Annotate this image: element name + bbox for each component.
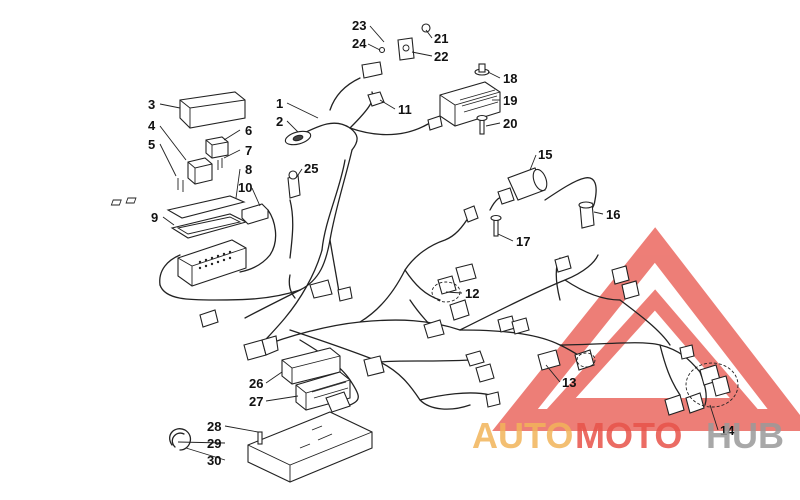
spark-plug-cap-16 xyxy=(578,201,595,229)
callout-24: 24 xyxy=(352,36,367,51)
relay-6 xyxy=(205,136,229,170)
callout-18: 18 xyxy=(503,71,517,86)
bolt-20 xyxy=(476,114,488,135)
connector-center xyxy=(363,350,501,408)
voltage-regulator-19 xyxy=(427,81,501,131)
callout-26: 26 xyxy=(249,376,263,391)
callout-16: 16 xyxy=(606,207,620,222)
callout-28: 28 xyxy=(207,419,221,434)
connector-top xyxy=(361,61,383,79)
callout-1: 1 xyxy=(276,96,283,111)
callout-25: 25 xyxy=(304,161,318,176)
connector-left-2 xyxy=(309,279,353,302)
clamp-ring xyxy=(169,428,192,451)
callout-10: 10 xyxy=(238,180,252,195)
fuse-box-cover xyxy=(179,91,246,129)
callout-5: 5 xyxy=(148,137,155,152)
callout-7: 7 xyxy=(245,143,252,158)
connectors-13 xyxy=(497,255,695,371)
callout-3: 3 xyxy=(148,97,155,112)
callout-15: 15 xyxy=(538,147,552,162)
callout-27: 27 xyxy=(249,394,263,409)
relay-4 xyxy=(177,157,213,192)
watermark-auto: AUTO xyxy=(472,415,573,456)
callout-23: 23 xyxy=(352,18,366,33)
bracket-22 xyxy=(378,23,431,61)
callout-11: 11 xyxy=(398,102,412,117)
callout-12: 12 xyxy=(465,286,479,301)
callout-9: 9 xyxy=(151,210,158,225)
callout-4: 4 xyxy=(148,118,156,133)
watermark-triangle-outer xyxy=(492,227,800,431)
watermark-logo xyxy=(492,227,800,431)
callout-8: 8 xyxy=(245,162,252,177)
ignition-coil-15 xyxy=(497,167,548,205)
connector-10 xyxy=(241,203,269,225)
fuse-block xyxy=(110,195,246,219)
bolt-17 xyxy=(490,214,502,237)
callout-6: 6 xyxy=(245,123,252,138)
callout-17: 17 xyxy=(516,234,530,249)
connector-left-3 xyxy=(243,335,279,361)
callout-29: 29 xyxy=(207,436,221,451)
watermark-hub: HUB xyxy=(706,415,784,456)
grommet-1 xyxy=(284,130,312,146)
connectors-12 xyxy=(423,205,479,339)
callout-14: 14 xyxy=(720,423,735,438)
watermark-moto: MOTO xyxy=(575,415,682,456)
callout-19: 19 xyxy=(503,93,517,108)
leader-lines xyxy=(159,25,719,461)
sensor-25 xyxy=(287,170,301,199)
watermark-text: AUTO MOTO HUB xyxy=(472,415,784,456)
nut-18 xyxy=(474,63,490,76)
callout-30: 30 xyxy=(207,453,221,468)
fuse-box-base xyxy=(177,239,247,287)
callout-2: 2 xyxy=(276,114,283,129)
mounting-plate xyxy=(247,411,373,483)
callout-21: 21 xyxy=(434,31,448,46)
callout-20: 20 xyxy=(503,116,517,131)
watermark-triangle-inner xyxy=(544,289,761,412)
connectors-14 xyxy=(664,362,739,416)
callout-labels: 1 2 3 4 5 6 7 8 9 10 11 12 13 14 15 16 1… xyxy=(148,18,735,468)
connector-left-1 xyxy=(199,309,219,328)
callout-22: 22 xyxy=(434,49,448,64)
module-27 xyxy=(295,371,351,413)
callout-13: 13 xyxy=(562,375,576,390)
